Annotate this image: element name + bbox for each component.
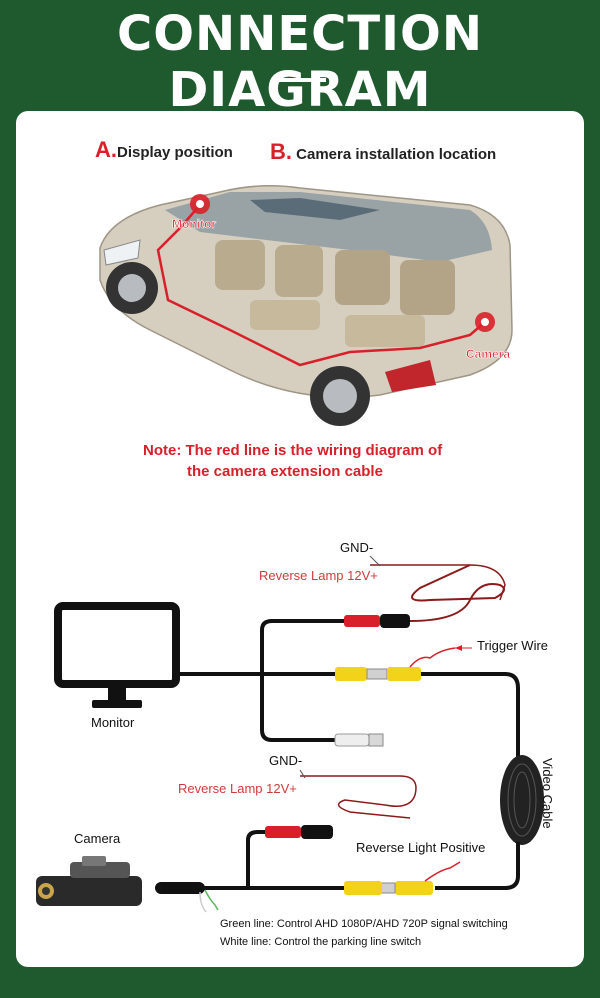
green-line-text: Control AHD 1080P/AHD 720P signal switch…: [277, 918, 508, 930]
white-line-text: Control the parking line switch: [274, 936, 421, 948]
camera-tag: Camera: [466, 347, 510, 361]
display-position-letter: A.: [95, 137, 117, 162]
camera-unit: [36, 856, 205, 906]
gnd-top-label: GND-: [340, 540, 373, 555]
wiring-note: Note: The red line is the wiring diagram…: [143, 440, 503, 482]
camera-location-label: B. Camera installation location: [270, 139, 496, 165]
camera-label: Camera: [74, 831, 121, 846]
trigger-wire-label: Trigger Wire: [477, 638, 548, 653]
video-cable-label: Video Cable: [540, 758, 555, 829]
note-line-1: Note: The red line is the wiring diagram…: [143, 442, 443, 459]
display-position-label: A.Display position: [95, 137, 233, 163]
title-underline: [274, 78, 326, 82]
wiring-diagram: Monitor GND- Reverse Lamp 12V+ Trigger W…: [36, 540, 555, 948]
display-position-text: Display position: [117, 144, 233, 161]
white-line-note: White line: Control the parking line swi…: [220, 936, 421, 948]
reverse-lamp-top-label: Reverse Lamp 12V+: [259, 568, 378, 583]
monitor-tag: Monitor: [172, 217, 216, 231]
reverse-lamp-mid-label: Reverse Lamp 12V+: [178, 781, 297, 796]
monitor-icon: [54, 602, 180, 708]
gnd-mid-label: GND-: [269, 753, 302, 768]
green-line-prefix: Green line:: [220, 918, 274, 930]
page-title: CONNECTION DIAGRAM: [117, 6, 483, 118]
camera-location-text: Camera installation location: [296, 146, 497, 163]
note-line-2: the camera extension cable: [187, 463, 383, 480]
reverse-light-positive-label: Reverse Light Positive: [356, 840, 485, 855]
car-illustration: Monitor Camera: [99, 185, 513, 426]
white-line-prefix: White line:: [220, 936, 271, 948]
monitor-label: Monitor: [91, 715, 135, 730]
cable-coil: [500, 755, 544, 845]
camera-location-letter: B.: [270, 139, 292, 164]
green-line-note: Green line: Control AHD 1080P/AHD 720P s…: [220, 918, 508, 930]
